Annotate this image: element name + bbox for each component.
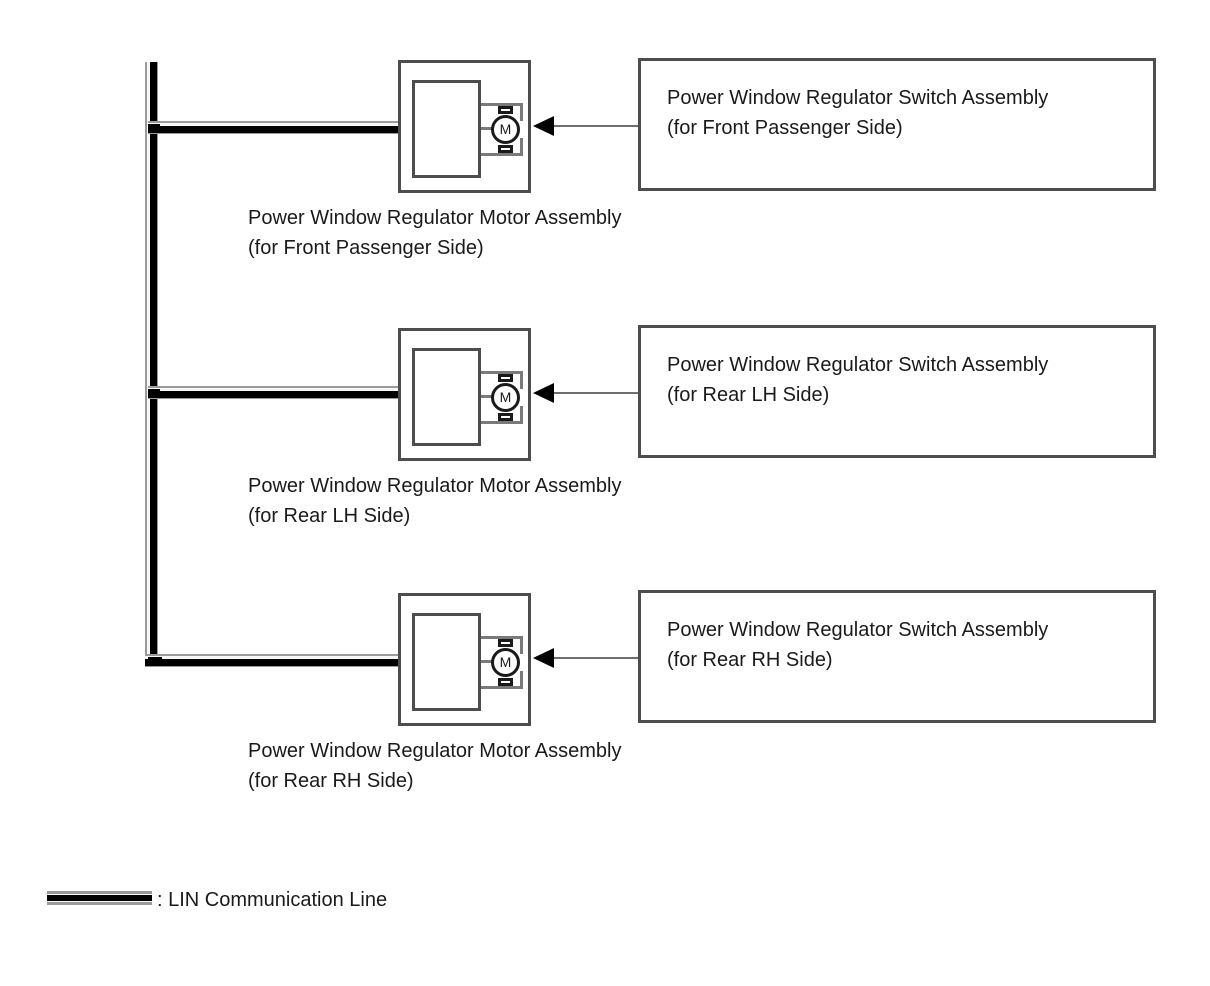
- motor-assembly-front-passenger: M: [398, 60, 531, 193]
- motor-lead-mid: [481, 127, 493, 130]
- motor-brush-bottom-icon: [498, 145, 513, 153]
- motor-lead-top-drop: [520, 636, 523, 654]
- motor-caption-line1-rear-rh: Power Window Regulator Motor Assembly: [248, 740, 622, 762]
- switch-assembly-rear-lh: Power Window Regulator Switch Assembly (…: [638, 325, 1156, 458]
- motor-lead-top: [481, 103, 523, 106]
- motor-caption-line2-rear-lh: (for Rear LH Side): [248, 505, 411, 527]
- switch-label-line1: Power Window Regulator Switch Assembly: [667, 619, 1049, 641]
- motor-symbol-icon: M: [491, 374, 520, 421]
- motor-circle-icon: [491, 383, 520, 412]
- switch-label-line1: Power Window Regulator Switch Assembly: [667, 354, 1049, 376]
- motor-caption-line2-front-passenger: (for Front Passenger Side): [248, 237, 484, 259]
- motor-symbol-icon: M: [491, 106, 520, 153]
- motor-assembly-rear-lh: M: [398, 328, 531, 461]
- motor-lead-top: [481, 636, 523, 639]
- regulator-body-icon: [412, 613, 481, 711]
- regulator-body-icon: [412, 348, 481, 446]
- switch-assembly-rear-rh: Power Window Regulator Switch Assembly (…: [638, 590, 1156, 723]
- motor-lead-bottom: [481, 153, 523, 156]
- motor-lead-top-drop: [520, 371, 523, 389]
- motor-caption-line1-front-passenger: Power Window Regulator Motor Assembly: [248, 207, 622, 229]
- motor-brush-top-icon: [498, 639, 513, 647]
- legend-lin-line-swatch: [47, 891, 152, 905]
- motor-lead-top-drop: [520, 103, 523, 121]
- signal-arrow-shaft-rear-rh: [552, 657, 640, 659]
- motor-symbol-icon: M: [491, 639, 520, 686]
- motor-brush-top-icon: [498, 106, 513, 114]
- switch-assembly-front-passenger: Power Window Regulator Switch Assembly (…: [638, 58, 1156, 191]
- motor-symbol-letter: M: [499, 654, 512, 670]
- signal-arrow-shaft-rear-lh: [552, 392, 640, 394]
- switch-label-line1: Power Window Regulator Switch Assembly: [667, 87, 1049, 109]
- motor-lead-bottom: [481, 421, 523, 424]
- signal-arrow-head-rear-lh: [533, 383, 554, 403]
- signal-arrow-head-rear-rh: [533, 648, 554, 668]
- signal-arrow-head-front-passenger: [533, 116, 554, 136]
- lin-bus-branch-front-passenger: [148, 121, 402, 134]
- lin-junction-front-passenger: [148, 124, 160, 131]
- motor-caption-line2-rear-rh: (for Rear RH Side): [248, 770, 414, 792]
- switch-label-line2: (for Rear LH Side): [667, 384, 830, 406]
- lin-bus-branch-rear-lh: [148, 386, 402, 399]
- motor-brush-top-icon: [498, 374, 513, 382]
- legend-lin-line-text: : LIN Communication Line: [157, 889, 388, 911]
- motor-lead-bottom-rise: [520, 671, 523, 689]
- motor-symbol-letter: M: [499, 121, 512, 137]
- signal-arrow-shaft-front-passenger: [552, 125, 640, 127]
- motor-brush-bottom-icon: [498, 413, 513, 421]
- motor-circle-icon: [491, 648, 520, 677]
- motor-lead-top: [481, 371, 523, 374]
- motor-lead-mid: [481, 395, 493, 398]
- lin-junction-rear-lh: [148, 389, 160, 396]
- motor-caption-line1-rear-lh: Power Window Regulator Motor Assembly: [248, 475, 622, 497]
- motor-brush-bottom-icon: [498, 678, 513, 686]
- motor-symbol-letter: M: [499, 389, 512, 405]
- lin-bus-trunk-vertical: [145, 62, 158, 667]
- motor-lead-bottom-rise: [520, 406, 523, 424]
- switch-label-line2: (for Front Passenger Side): [667, 117, 903, 139]
- motor-lead-bottom-rise: [520, 138, 523, 156]
- motor-circle-icon: [491, 115, 520, 144]
- regulator-body-icon: [412, 80, 481, 178]
- motor-lead-mid: [481, 660, 493, 663]
- lin-bus-branch-rear-rh: [145, 654, 402, 667]
- switch-label-line2: (for Rear RH Side): [667, 649, 833, 671]
- lin-junction-rear-rh: [148, 657, 162, 664]
- motor-assembly-rear-rh: M: [398, 593, 531, 726]
- motor-lead-bottom: [481, 686, 523, 689]
